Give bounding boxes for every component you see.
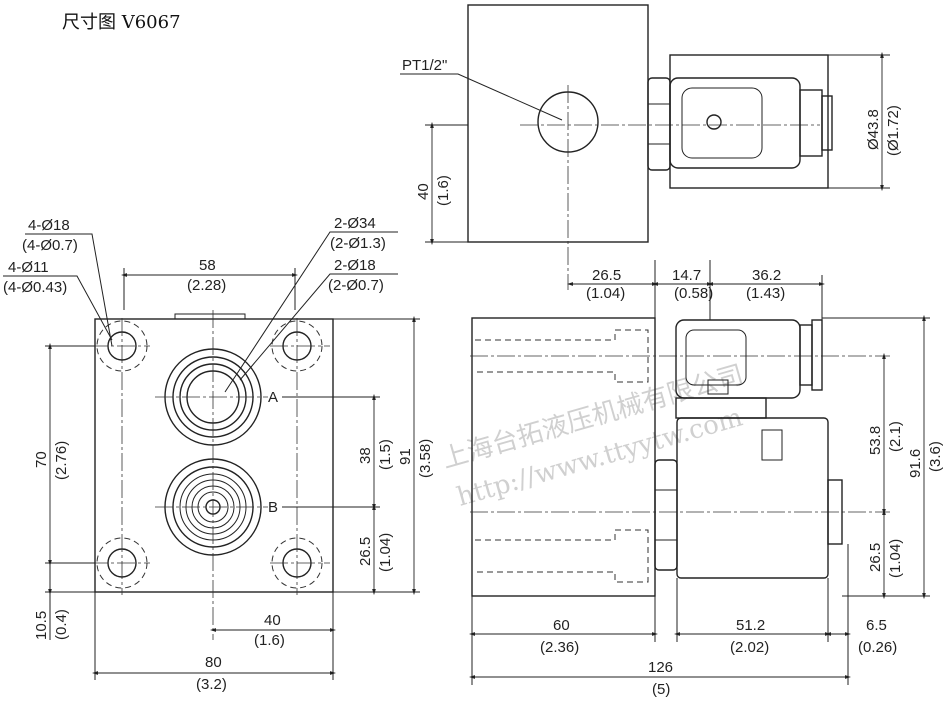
top-solenoid	[647, 54, 833, 189]
port-outer-callout: 2-Ø34	[334, 215, 376, 232]
dim-58: 58	[199, 257, 216, 274]
watermark: 上海台拓液压机械有限公司 http://www.ttyytw.com	[439, 360, 747, 513]
front-dim-36-2-in: (1.43)	[746, 285, 785, 302]
front-dim-14-7-in: (0.58)	[674, 285, 713, 302]
dim-40: 40	[264, 612, 281, 629]
hole-outer-callout-in: (4-Ø0.7)	[22, 237, 78, 254]
front-dim-60-in: (2.36)	[540, 639, 579, 656]
dim-40-in: (1.6)	[254, 632, 285, 649]
body-top-boss	[174, 313, 246, 320]
front-dim-26-5b: 26.5	[867, 543, 884, 572]
dim-80: 80	[205, 654, 222, 671]
front-dim-91-6-in: (3.6)	[927, 441, 944, 472]
dim-58-in: (2.28)	[187, 277, 226, 294]
port-b-label: B	[268, 499, 278, 516]
dim-10-5-in: (0.4)	[53, 609, 70, 640]
port-inner-callout: 2-Ø18	[334, 257, 376, 274]
front-body-outline	[471, 317, 656, 597]
port-outer-callout-in: (2-Ø1.3)	[330, 235, 386, 252]
front-dim-53-8-in: (2.1)	[887, 421, 904, 452]
top-view: PT1/2" 40 (1.6) Ø43.8 (Ø1.72)	[400, 4, 902, 290]
dim-38: 38	[357, 447, 374, 464]
top-dim-40: 40	[415, 183, 432, 200]
port-inner-callout-in: (2-Ø0.7)	[328, 277, 384, 294]
mounting-holes	[96, 320, 323, 589]
front-dim-6-5-in: (0.26)	[858, 639, 897, 656]
front-dim-60: 60	[553, 617, 570, 634]
front-dim-126: 126	[648, 659, 673, 676]
dim-70: 70	[33, 451, 50, 468]
front-dim-126-in: (5)	[652, 681, 670, 698]
dim-38-in: (1.5)	[377, 439, 394, 470]
hole-inner-callout-in: (4-Ø0.43)	[3, 279, 67, 296]
dim-80-in: (3.2)	[196, 676, 227, 693]
front-dim-6-5: 6.5	[866, 617, 887, 634]
dim-10-5: 10.5	[33, 611, 50, 640]
side-view: A B 4-Ø18 (4-Ø0.7) 4-Ø11 (4-Ø0.43) 2-Ø34…	[3, 215, 434, 693]
hole-inner-callout: 4-Ø11	[8, 259, 49, 276]
dim-91-in: (3.58)	[417, 439, 434, 478]
front-dim-53-8: 53.8	[867, 426, 884, 455]
dim-91: 91	[397, 448, 414, 465]
front-dim-26-5: 26.5	[592, 267, 621, 284]
top-body-outline	[467, 4, 649, 243]
dim-26-5: 26.5	[357, 537, 374, 566]
front-view: 26.5 (1.04) 14.7 (0.58) 36.2 (1.43) 53.8…	[468, 260, 944, 698]
port-a-label: A	[268, 389, 278, 406]
front-dim-36-2: 36.2	[752, 267, 781, 284]
drawing-title: 尺寸图 V6067	[62, 12, 181, 33]
front-dim-26-5b-in: (1.04)	[887, 539, 904, 578]
hole-callouts: 4-Ø18 (4-Ø0.7) 4-Ø11 (4-Ø0.43) 2-Ø34 (2-…	[3, 215, 398, 393]
front-dimensions: 26.5 (1.04) 14.7 (0.58) 36.2 (1.43) 53.8…	[468, 260, 944, 698]
front-dim-51-2: 51.2	[736, 617, 765, 634]
front-dim-91-6: 91.6	[907, 449, 924, 478]
front-solenoid	[654, 319, 843, 579]
front-dim-26-5-in: (1.04)	[586, 285, 625, 302]
front-dim-14-7: 14.7	[672, 267, 701, 284]
top-dim-43-8: Ø43.8	[865, 109, 882, 150]
thread-label: PT1/2"	[402, 57, 447, 74]
dim-70-in: (2.76)	[53, 441, 70, 480]
top-dim-40-in: (1.6)	[435, 175, 452, 206]
dim-26-5-in: (1.04)	[377, 533, 394, 572]
side-dimensions: 58 (2.28) 70 (2.76) 10.5 (0.4) 38 (1.5) …	[33, 257, 434, 693]
center-lines	[90, 310, 330, 640]
hole-outer-callout: 4-Ø18	[28, 217, 70, 234]
front-dim-51-2-in: (2.02)	[730, 639, 769, 656]
top-dim-43-8-in: (Ø1.72)	[885, 105, 902, 156]
